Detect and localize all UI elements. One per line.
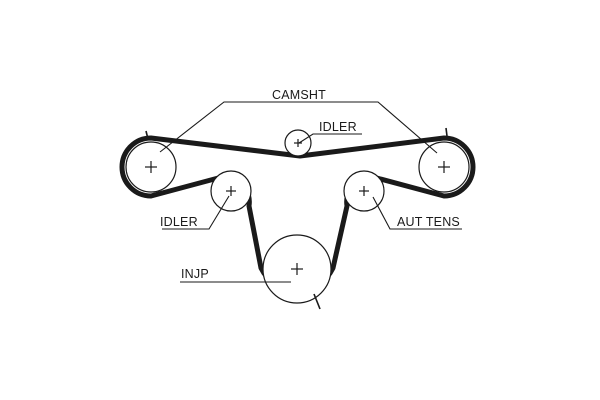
label-idler-left: IDLER — [160, 215, 198, 229]
label-idler-top: IDLER — [319, 120, 357, 134]
auto-tensioner-leader-line — [372, 196, 462, 230]
top-idler-pulley — [284, 129, 312, 157]
label-auto-tensioner: AUT TENS — [397, 215, 460, 229]
timing-mark-right-cam — [445, 127, 448, 137]
auto-tensioner-pulley — [343, 170, 385, 212]
idler-left-leader-line — [162, 195, 230, 230]
label-camshaft: CAMSHT — [272, 88, 326, 102]
label-injection-pump: INJP — [181, 267, 209, 281]
right-camshaft-pulley — [418, 141, 470, 193]
left-idler-pulley — [210, 170, 252, 212]
camshaft-leader-line — [159, 101, 438, 154]
injection-pump-pulley — [262, 234, 332, 304]
timing-mark-injection-pump — [313, 293, 321, 310]
left-camshaft-pulley — [125, 141, 177, 193]
timing-mark-left-cam — [145, 130, 149, 140]
idler-top-leader-line — [298, 133, 362, 144]
